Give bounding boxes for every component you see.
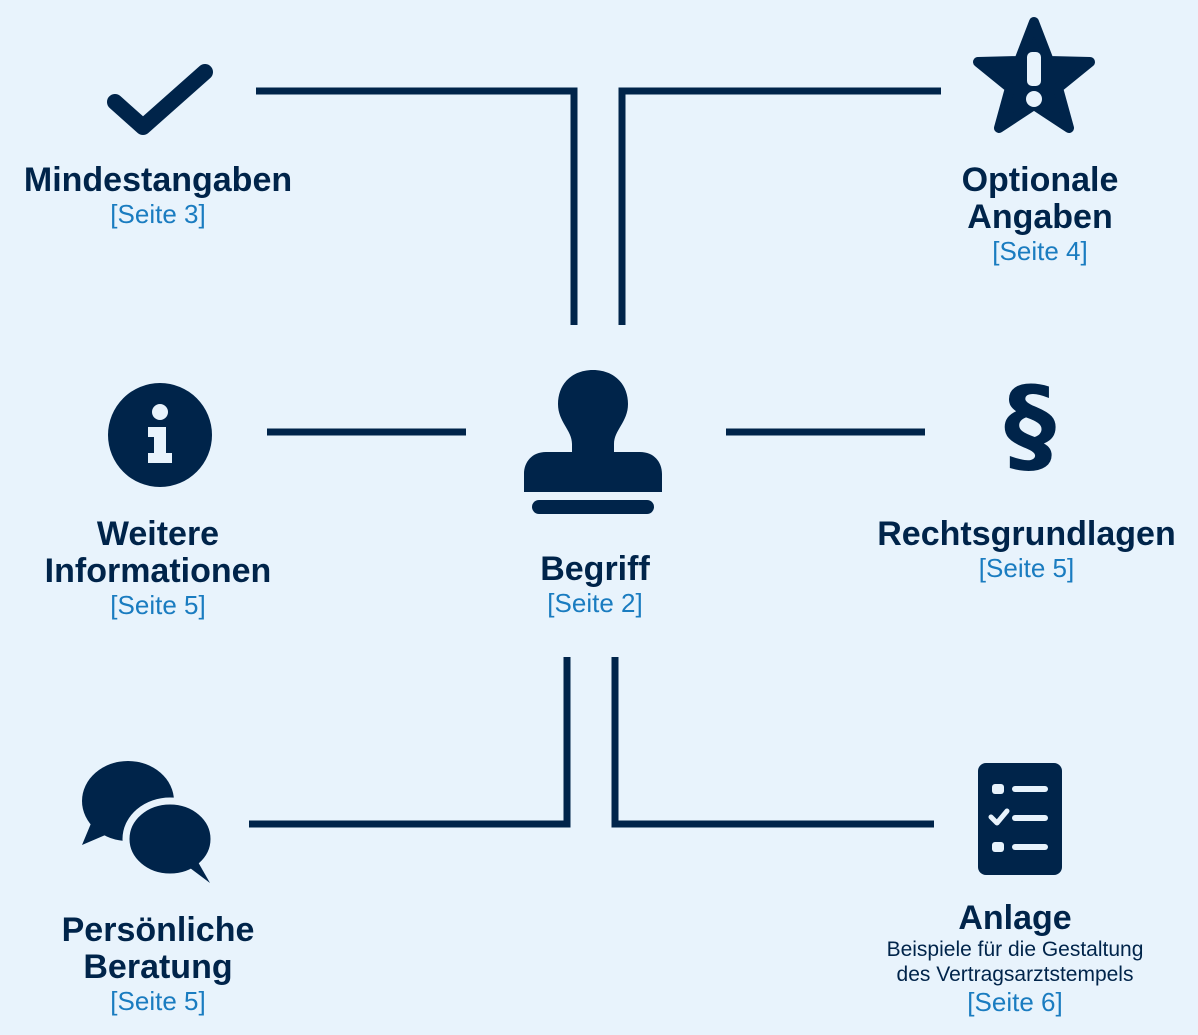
checkmark-icon [107, 64, 213, 135]
node-optionale[interactable]: Optionale Angaben [Seite 4] [900, 161, 1180, 267]
begriff-title: Begriff [540, 550, 650, 588]
mindestangaben-title: Mindestangaben [23, 161, 293, 199]
node-anlage[interactable]: Anlage Beispiele für die Gestaltung des … [840, 899, 1190, 1018]
node-beratung[interactable]: Persönliche Beratung [Seite 5] [0, 911, 316, 1017]
optionale-title-line1: Optionale [961, 161, 1119, 199]
node-begriff[interactable]: Begriff [Seite 2] [440, 550, 750, 619]
rechtsgrundlagen-title: Rechtsgrundlagen [877, 515, 1176, 553]
star-exclamation-icon [973, 17, 1095, 133]
weitere-title-line2: Informationen [44, 552, 272, 590]
optionale-title-line2: Angaben [967, 198, 1113, 236]
mindestangaben-page-link[interactable]: [Seite 3] [110, 199, 206, 229]
anlage-page-link[interactable]: [Seite 6] [967, 987, 1063, 1017]
stamp-icon [524, 370, 662, 514]
checklist-icon [978, 763, 1062, 875]
node-rechtsgrundlagen[interactable]: Rechtsgrundlagen [Seite 5] [855, 515, 1198, 584]
beratung-title-line2: Beratung [83, 948, 233, 986]
anlage-title: Anlage [958, 899, 1072, 937]
begriff-page-link[interactable]: [Seite 2] [547, 588, 643, 618]
chat-bubbles-icon [82, 761, 214, 883]
connector-optionale [618, 87, 941, 325]
beratung-title-line1: Persönliche [61, 911, 255, 949]
connector-beratung [249, 657, 571, 828]
paragraph-icon: § [1004, 364, 1056, 486]
node-mindestangaben[interactable]: Mindestangaben [Seite 3] [0, 161, 316, 230]
connector-anlage [611, 657, 934, 828]
node-weitere[interactable]: Weitere Informationen [Seite 5] [0, 515, 316, 621]
connector-mindestangaben [256, 87, 578, 325]
weitere-title-line1: Weitere [96, 515, 220, 553]
weitere-page-link[interactable]: [Seite 5] [110, 590, 206, 620]
anlage-desc-line2: des Vertragsarztstempels [896, 963, 1134, 986]
optionale-page-link[interactable]: [Seite 4] [992, 236, 1088, 266]
beratung-page-link[interactable]: [Seite 5] [110, 986, 206, 1016]
rechtsgrundlagen-page-link[interactable]: [Seite 5] [978, 553, 1075, 583]
info-icon [108, 383, 212, 487]
anlage-desc-line1: Beispiele für die Gestaltung [886, 938, 1144, 961]
